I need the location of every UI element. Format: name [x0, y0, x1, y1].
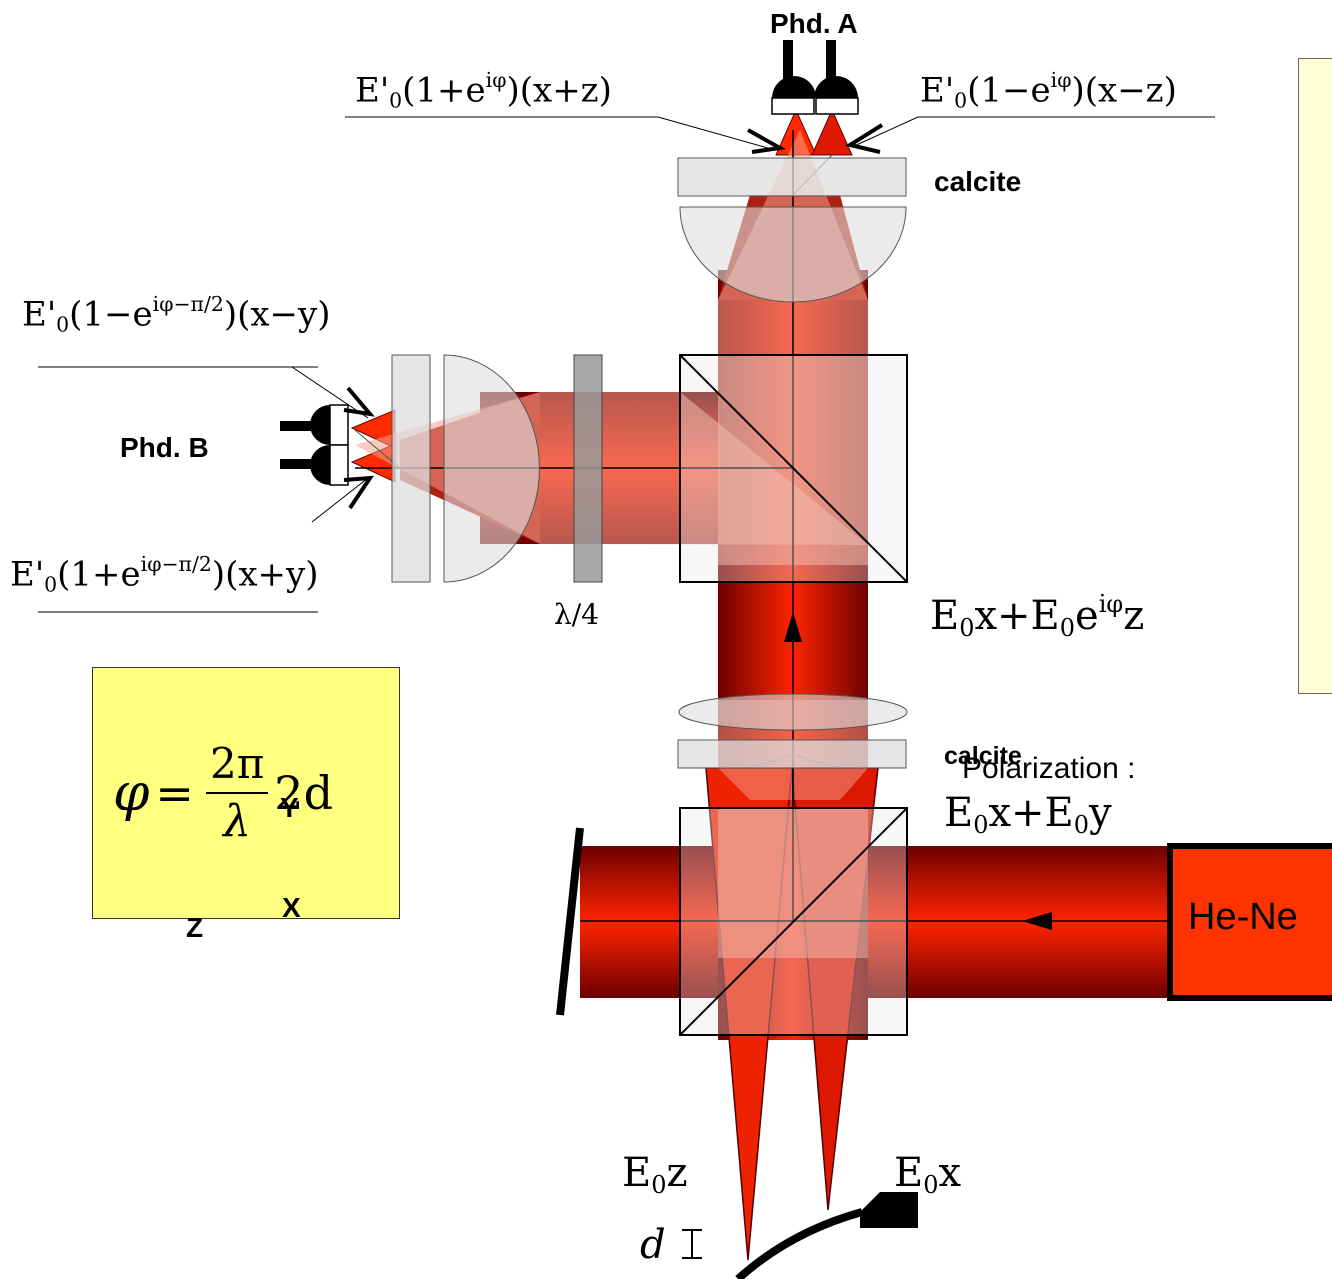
quarter-wave-plate: [573, 354, 603, 583]
formula-numerator: 2π: [205, 739, 269, 794]
lens-b: [443, 354, 540, 583]
field-middle: E0x+E0eiφz: [930, 590, 1145, 642]
calcite-plate-bottom: [677, 739, 907, 769]
calcite-bottom-label: calcite: [944, 742, 1022, 770]
formula-fraction: 2π λ: [205, 739, 269, 847]
mirror: [556, 827, 584, 1016]
formula-equals: =: [155, 766, 194, 820]
spot-phd-a-right: [811, 108, 853, 156]
direction-arrow-up: [784, 612, 802, 642]
formula-lhs: φ: [113, 763, 150, 823]
axis-x-label: X: [282, 892, 301, 923]
label-pointers: [38, 116, 1215, 613]
photodiode-b-label: Phd. B: [120, 432, 209, 463]
photodiode-a-label: Phd. A: [770, 8, 858, 39]
beam-splitter-upper-diagonal: [679, 354, 908, 583]
laser-beam: [580, 846, 1170, 998]
calcite-plate-b: [391, 354, 431, 583]
beam-splitter-lower-diagonal: [679, 807, 908, 1036]
field-a-right: E'0(1−eiφ)(x−z): [920, 68, 1177, 113]
photodiode-b: [280, 404, 349, 486]
laser-he-ne: [1167, 843, 1332, 1001]
distance-marker: [682, 1229, 702, 1259]
lens-bottom: [678, 693, 908, 731]
lens-top: [679, 206, 907, 303]
field-b-top: E'0(1−eiφ−π/2)(x−y): [22, 292, 331, 337]
polarization-label: Polarization :: [962, 752, 1136, 785]
distance-label: d: [640, 1222, 666, 1268]
field-a-left: E'0(1+eiφ)(x+z): [355, 68, 612, 113]
field-polarization: E0x+E0y: [944, 790, 1112, 840]
calcite-top-label: calcite: [934, 166, 1022, 197]
formula-denominator: λ: [223, 796, 252, 847]
note-box: [1298, 58, 1332, 694]
phase-formula-box: φ = 2π λ 2d: [92, 667, 400, 919]
phase-formula: φ = 2π λ 2d: [113, 728, 333, 858]
moving-mirror: [735, 1208, 864, 1279]
formula-tail: 2d: [274, 766, 334, 820]
field-output-x: E0x: [894, 1150, 962, 1200]
quarter-wave-label: λ/4: [554, 598, 599, 631]
calcite-plate-top: [677, 157, 907, 197]
axis-z-label: Z: [186, 912, 204, 943]
field-output-z: E0z: [622, 1150, 688, 1200]
field-b-bottom: E'0(1+eiφ−π/2)(x+y): [10, 552, 319, 597]
photodiode-a: [771, 40, 859, 115]
axis-y-label: Y: [280, 792, 299, 823]
laser-label: He-Ne: [1188, 896, 1298, 938]
direction-arrow-left: [1022, 912, 1052, 930]
actuator: [860, 1192, 918, 1228]
